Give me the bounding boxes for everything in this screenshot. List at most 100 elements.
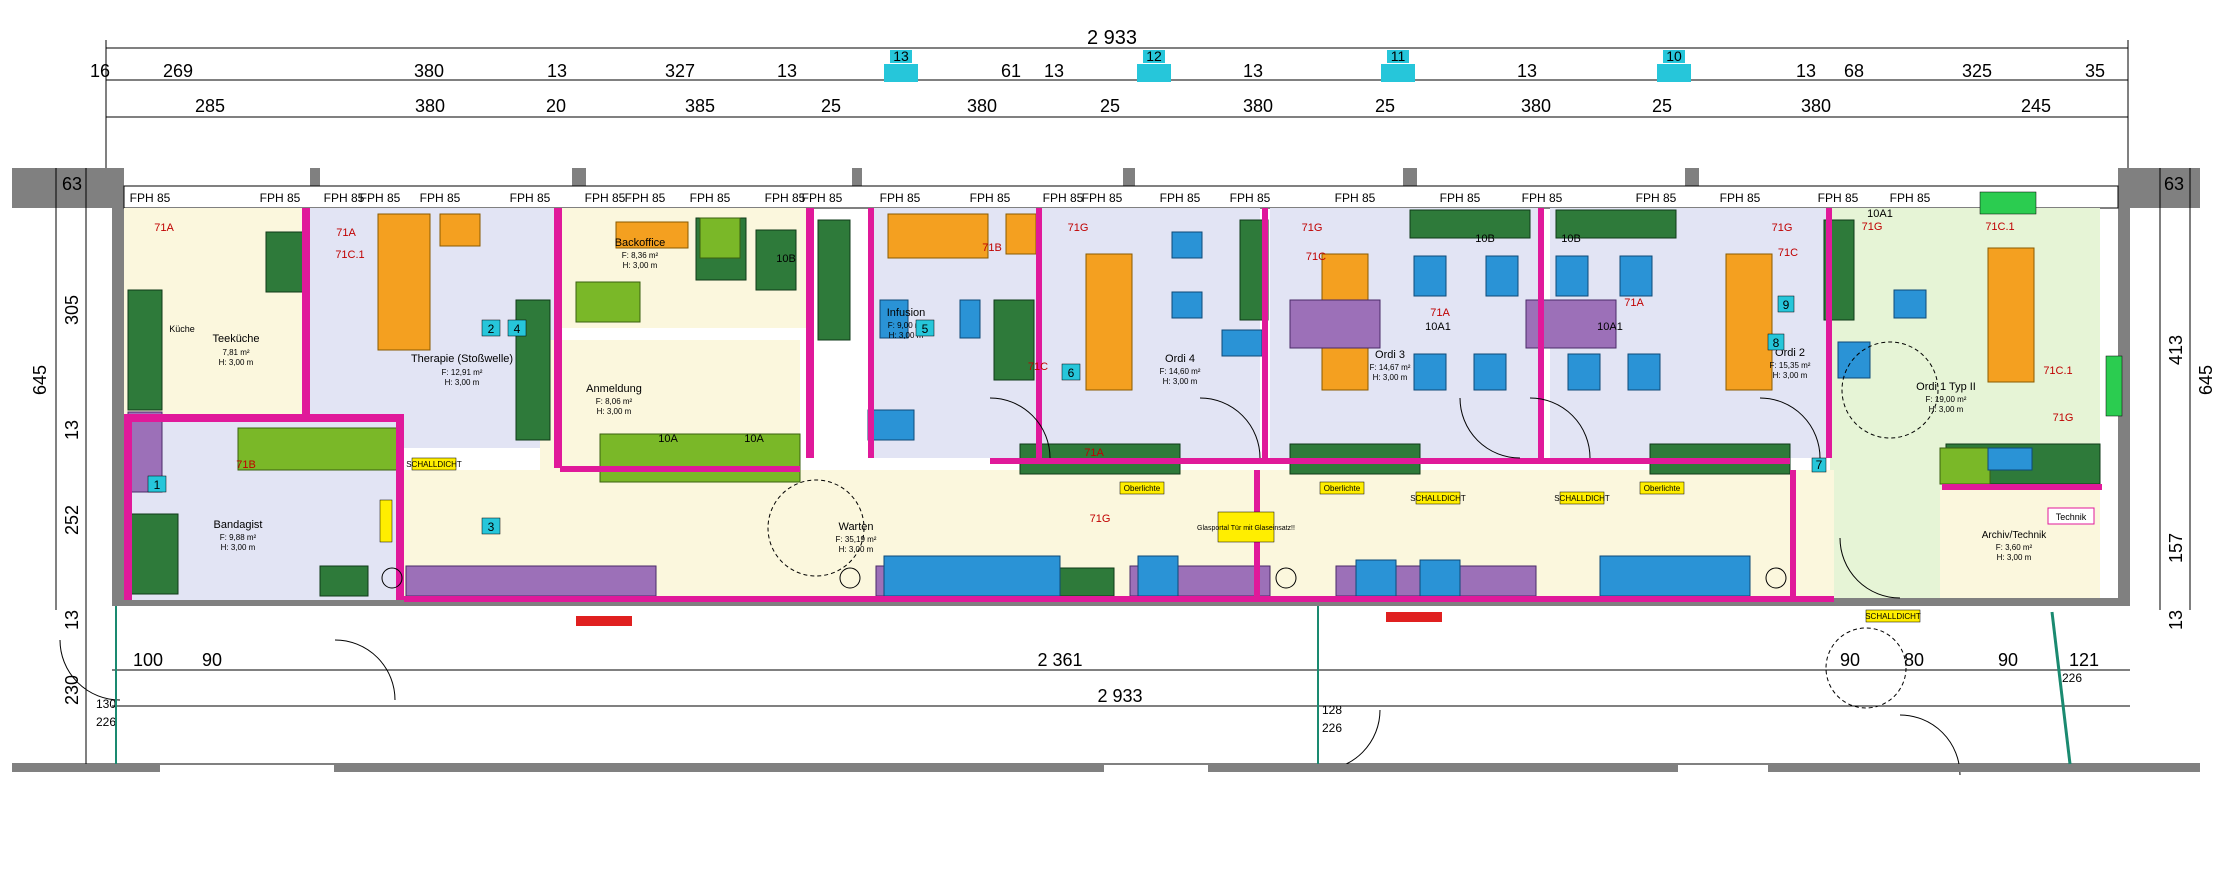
- window-5: FPH 85: [420, 191, 461, 205]
- tag-71c1-3: 71C.1: [2043, 365, 2072, 377]
- tag-71b-2: 71B: [236, 459, 256, 471]
- dim2-2: 380: [415, 96, 445, 116]
- door-dim-2: 226: [96, 715, 116, 729]
- window-16: FPH 85: [1160, 191, 1201, 205]
- room-h: H: 3,00 m: [445, 378, 480, 387]
- room-h: H: 3,00 m: [597, 407, 632, 416]
- bottom-total-dim: 2 933: [1097, 686, 1142, 706]
- dim2-8: 380: [1243, 96, 1273, 116]
- bottom-dim-5: 80: [1904, 650, 1924, 670]
- dim2-4: 385: [685, 96, 715, 116]
- exterior-walls: [12, 764, 2200, 772]
- tag-71c1-1: 71C.1: [335, 249, 364, 261]
- glasportal-label: Glasportal Tür mit Glaseinsatz!!: [1197, 525, 1295, 532]
- dim-6: 13: [777, 61, 797, 81]
- marker-5: 5: [922, 322, 929, 336]
- tag-71a-2: 71A: [336, 227, 356, 239]
- window-22: FPH 85: [1720, 191, 1761, 205]
- right-dim-labels: 63 413 645 157 13: [2164, 174, 2216, 630]
- tag-71b-1: 71B: [982, 242, 1002, 254]
- room-anmeldung: Anmeldung F: 8,06 m² H: 3,00 m: [586, 383, 642, 416]
- left-dim-4: 13: [62, 420, 82, 440]
- dim-3: 380: [414, 61, 444, 81]
- tag-71a-3: 71A: [1430, 307, 1450, 319]
- window-2: FPH 85: [260, 191, 301, 205]
- marker-9: 9: [1783, 298, 1790, 312]
- left-dim-7: 230: [62, 675, 82, 705]
- right-dim-5: 13: [2166, 610, 2186, 630]
- left-dim-1: 63: [62, 174, 82, 194]
- window-17: FPH 85: [1230, 191, 1271, 205]
- room-h: H: 3,00 m: [219, 358, 254, 367]
- tag-71g-3: 71G: [1772, 222, 1793, 234]
- window-4: FPH 85: [360, 191, 401, 205]
- tag-10b-3: 10B: [1561, 233, 1581, 245]
- window-6: FPH 85: [510, 191, 551, 205]
- bottom-dim-4: 90: [1840, 650, 1860, 670]
- dim2-5: 25: [821, 96, 841, 116]
- window-11: FPH 85: [802, 191, 843, 205]
- dim-2: 269: [163, 61, 193, 81]
- room-name: Ordi 4: [1165, 353, 1195, 365]
- window-3: FPH 85: [324, 191, 365, 205]
- door-dim-3: 128: [1322, 703, 1342, 717]
- room-labels: Teeküche 7,81 m² H: 3,00 m Therapie (Sto…: [212, 237, 2047, 562]
- dim-13: 13: [1517, 61, 1537, 81]
- room-sub: F: 8,06 m²: [596, 397, 633, 406]
- schallicht-label-2: SCHALLDICHT: [1410, 494, 1466, 503]
- schallicht-label-3: SCHALLDICHT: [1554, 494, 1610, 503]
- right-dim-1: 63: [2164, 174, 2184, 194]
- top-dimension-lines: [105, 40, 2129, 170]
- tag-71c1-2: 71C.1: [1985, 221, 2014, 233]
- technik-label: Technik: [2056, 512, 2087, 522]
- tag-71c-2: 71C: [1306, 251, 1326, 263]
- dim-15: 13: [1796, 61, 1816, 81]
- window-24: FPH 85: [1890, 191, 1931, 205]
- tag-71a-5: 71A: [1084, 447, 1104, 459]
- right-dim-4: 157: [2166, 533, 2186, 563]
- room-sub: F: 12,91 m²: [442, 368, 483, 377]
- window-18: FPH 85: [1335, 191, 1376, 205]
- desks: [377, 213, 2035, 391]
- room-backoffice: Backoffice F: 8,36 m² H: 3,00 m: [615, 237, 666, 270]
- dim-5: 327: [665, 61, 695, 81]
- marker-3: 3: [488, 520, 495, 534]
- room-teekueche: Teeküche 7,81 m² H: 3,00 m: [212, 333, 259, 367]
- room-sub: F: 15,35 m²: [1770, 361, 1811, 370]
- door-swings: [59, 341, 1961, 776]
- room-name: Ordi 1 Typ II: [1916, 381, 1976, 393]
- room-sub: F: 35,19 m²: [836, 535, 877, 544]
- left-dim-2: 305: [62, 295, 82, 325]
- room-sub: F: 14,67 m²: [1370, 363, 1411, 372]
- dim-1: 16: [90, 61, 110, 81]
- tag-71a-1: 71A: [154, 222, 174, 234]
- exterior-door: [115, 606, 2072, 765]
- marker-1: 1: [154, 478, 161, 492]
- chairs: [867, 231, 2033, 597]
- window-10: FPH 85: [765, 191, 806, 205]
- door-dim-labels: 130 226 128 226 226: [96, 671, 2082, 735]
- oberlichte-label: Oberlichte: [1124, 484, 1161, 493]
- window-21: FPH 85: [1636, 191, 1677, 205]
- left-dim-5: 252: [62, 505, 82, 535]
- room-sub: F: 14,60 m²: [1160, 367, 1201, 376]
- dim2-9: 25: [1375, 96, 1395, 116]
- dim-row-1: 16 269 380 13 327 13 263 61 13 331 13 38…: [90, 61, 2105, 81]
- tag-71a-4: 71A: [1624, 297, 1644, 309]
- tag-13: 13: [893, 48, 909, 64]
- room-therapie: Therapie (Stoßwelle) F: 12,91 m² H: 3,00…: [411, 353, 513, 387]
- tag-71g-2: 71G: [1302, 222, 1323, 234]
- room-h: H: 3,00 m: [839, 545, 874, 554]
- room-name: Anmeldung: [586, 383, 642, 395]
- tag-71g-1: 71G: [1068, 222, 1089, 234]
- dim-tags: 13 12 11 10: [884, 48, 1691, 82]
- window-20: FPH 85: [1522, 191, 1563, 205]
- door-dim-1: 130: [96, 697, 116, 711]
- dim2-13: 245: [2021, 96, 2051, 116]
- room-name: Teeküche: [212, 333, 259, 345]
- room-sub: F: 9,00 m²: [888, 321, 925, 330]
- bottom-dim-7: 121: [2069, 650, 2099, 670]
- bottom-dim-1: 100: [133, 650, 163, 670]
- equipment-tags: 71A 71A 71C.1 71G 71B 71C 71G 71C 71G 71…: [154, 208, 2073, 525]
- room-h: H: 3,00 m: [1997, 553, 2032, 562]
